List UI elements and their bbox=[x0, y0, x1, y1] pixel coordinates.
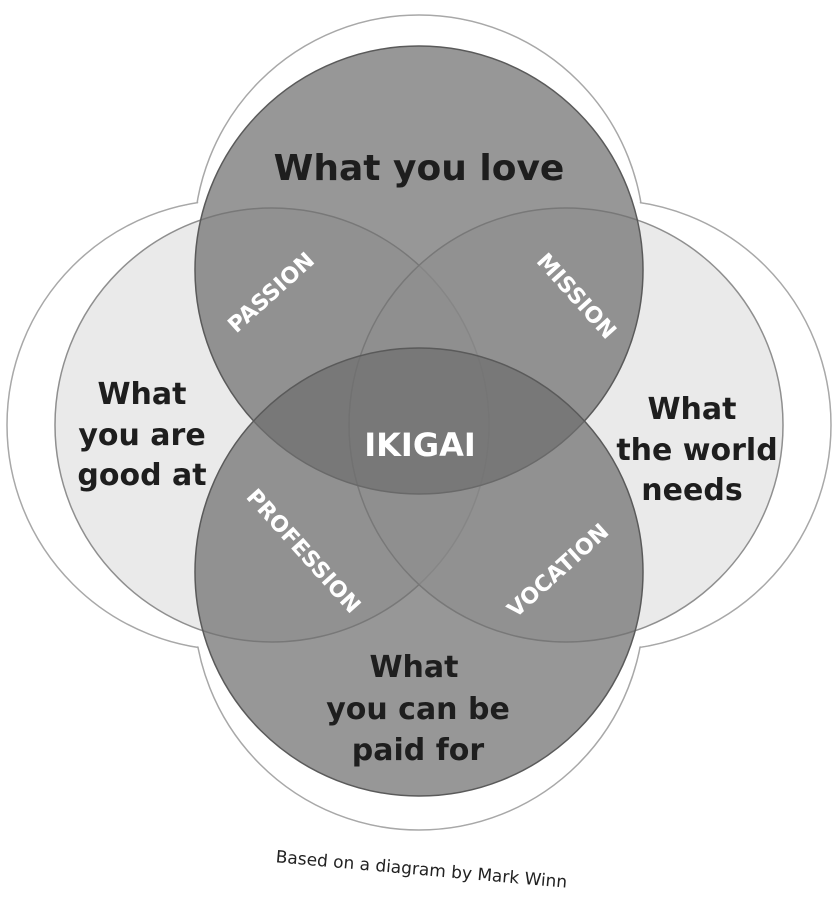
svg-text:needs: needs bbox=[641, 473, 742, 508]
svg-text:What: What bbox=[97, 377, 186, 412]
svg-text:you can be: you can be bbox=[326, 692, 510, 727]
vertical-circles bbox=[194, 45, 644, 797]
label-ikigai: IKIGAI bbox=[364, 426, 476, 464]
credit-text: Based on a diagram by Mark Winn bbox=[275, 847, 568, 892]
svg-text:What: What bbox=[369, 650, 458, 685]
label-paid-for: What you can be paid for bbox=[326, 650, 510, 768]
label-good-at: What you are good at bbox=[77, 377, 206, 493]
circle-paid-for bbox=[194, 347, 644, 797]
svg-text:paid for: paid for bbox=[352, 733, 485, 768]
svg-text:good at: good at bbox=[77, 458, 206, 493]
label-love: What you love bbox=[274, 148, 565, 189]
svg-text:you are: you are bbox=[78, 418, 205, 453]
svg-text:What: What bbox=[647, 392, 736, 427]
label-world-needs: What the world needs bbox=[616, 392, 777, 508]
svg-text:the world: the world bbox=[616, 433, 777, 468]
